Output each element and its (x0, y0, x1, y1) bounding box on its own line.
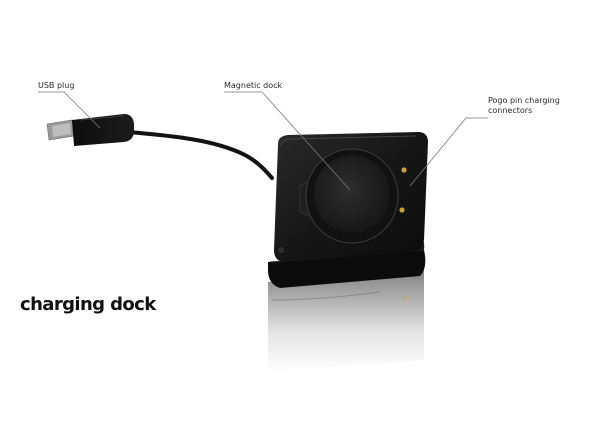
usb-cable (126, 130, 274, 180)
leader-line-usb (38, 91, 101, 129)
pogo-pin-label-line1: Pogo pin charging (488, 96, 560, 105)
leader-line-pogo (409, 117, 488, 187)
usb-plug-label: USB plug (38, 81, 75, 90)
product-title: charging dock (20, 294, 156, 315)
dock-reflection (268, 270, 424, 372)
magnetic-dock-label: Magnetic dock (224, 81, 283, 90)
pogo-pin-label-line2: connectors (488, 106, 533, 115)
pogo-pin-label: Pogo pin charging connectors (488, 96, 568, 116)
usb-plug (46, 114, 134, 146)
pogo-pins (399, 167, 407, 213)
magnetic-disc (305, 148, 399, 244)
leader-line-dock (224, 91, 351, 191)
